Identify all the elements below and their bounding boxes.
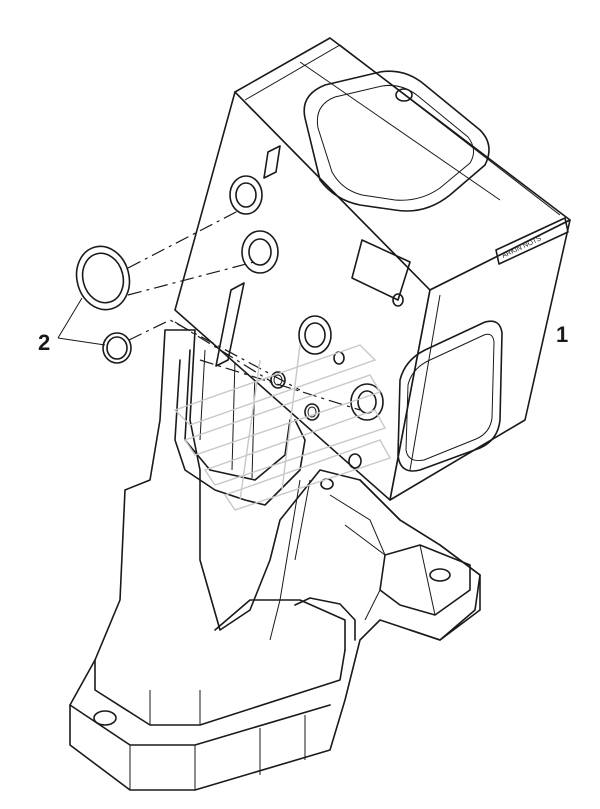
watermark-logo: [173, 344, 392, 511]
bracket-housing: [69, 329, 481, 791]
callout-label-1: 1: [556, 322, 568, 347]
callout-label-2: 2: [38, 330, 50, 355]
assembly-lines: [127, 209, 361, 411]
leader-line-2a: [57, 297, 83, 339]
callout-1-group: 1: [556, 322, 568, 347]
callout-2-group: 2: [38, 297, 106, 355]
valve-block: ARKIN NOTS: [174, 37, 571, 501]
o-rings: [75, 245, 132, 364]
o-ring-large: [75, 245, 131, 311]
leader-line-2b: [57, 337, 106, 346]
